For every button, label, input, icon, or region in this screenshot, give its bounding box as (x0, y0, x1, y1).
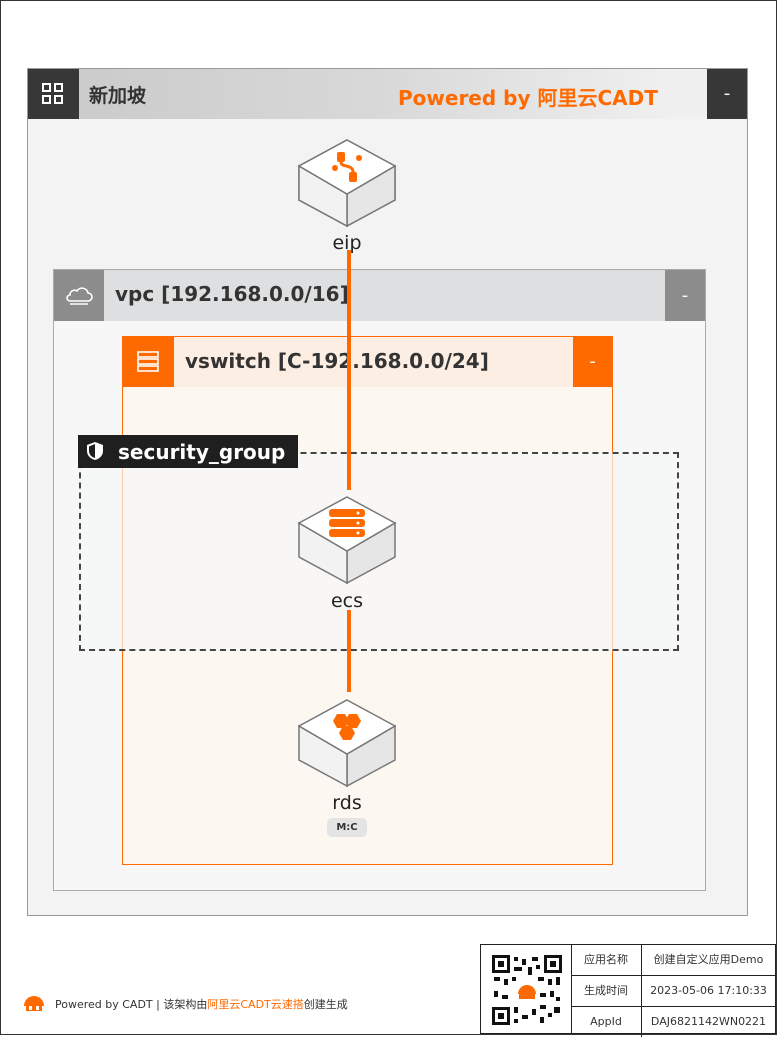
qr-code-icon (492, 955, 562, 1025)
footer-text: Powered by CADT | 该架构由阿里云CADT云速搭创建生成 (55, 996, 348, 1012)
qr-code (481, 945, 572, 1033)
cadt-logo-icon (24, 996, 44, 1011)
rds-database-icon (297, 699, 397, 788)
eip-label: eip (332, 232, 362, 254)
ecs-to-rds-connector (347, 610, 351, 692)
rds-node[interactable] (297, 698, 397, 788)
eip-icon (297, 139, 397, 228)
footer-powered: Powered by CADT | 该架构由阿里云CADT云速搭创建生成 (22, 992, 348, 1014)
footer-suffix: 创建生成 (303, 998, 348, 1011)
info-key: AppId (571, 1007, 642, 1037)
vswitch-icon (123, 337, 174, 387)
region-title: 新加坡 (89, 85, 147, 107)
region-icon (28, 69, 79, 119)
info-value: 创建自定义应用Demo (653, 953, 764, 966)
info-key: 应用名称 (571, 945, 642, 975)
info-table: 应用名称 创建自定义应用Demo 生成时间 2023-05-06 17:10:3… (480, 944, 776, 1037)
powered-by-label: Powered by 阿里云CADT (398, 86, 658, 110)
security-group-boundary (79, 452, 679, 651)
vswitch-header: vswitch [C-192.168.0.0/24] - (123, 337, 612, 387)
footer-prefix: Powered by CADT | 该架构由 (55, 998, 208, 1011)
vswitch-title: vswitch [C-192.168.0.0/24] (185, 349, 489, 373)
security-group-label: security_group (78, 435, 298, 468)
footer-link[interactable]: 阿里云CADT云速搭 (207, 998, 304, 1011)
ecs-node[interactable] (297, 495, 397, 585)
info-value: 2023-05-06 17:10:33 (650, 984, 767, 997)
security-group-title: security_group (118, 440, 286, 464)
eip-node[interactable] (297, 138, 397, 228)
vswitch-collapse-button[interactable]: - (573, 337, 612, 387)
region-header: 新加坡 Powered by 阿里云CADT - (28, 69, 747, 119)
rds-tag: M:C (327, 818, 367, 837)
cloud-icon (54, 270, 104, 321)
ecs-server-icon (297, 496, 397, 585)
shield-icon (87, 442, 103, 460)
vpc-title: vpc [192.168.0.0/16] (115, 282, 349, 306)
ecs-label: ecs (330, 590, 364, 612)
info-value: DAJ6821142WN0221 (650, 1015, 767, 1028)
info-key: 生成时间 (571, 976, 642, 1006)
eip-to-ecs-connector (347, 250, 351, 490)
info-row-app-name: 应用名称 创建自定义应用Demo (571, 945, 776, 976)
info-row-generated-time: 生成时间 2023-05-06 17:10:33 (571, 976, 776, 1007)
vpc-header: vpc [192.168.0.0/16] - (54, 270, 705, 321)
vpc-collapse-button[interactable]: - (665, 270, 705, 321)
info-row-appid: AppId DAJ6821142WN0221 (571, 1007, 776, 1037)
region-collapse-button[interactable]: - (707, 69, 747, 119)
rds-label: rds (332, 792, 362, 814)
